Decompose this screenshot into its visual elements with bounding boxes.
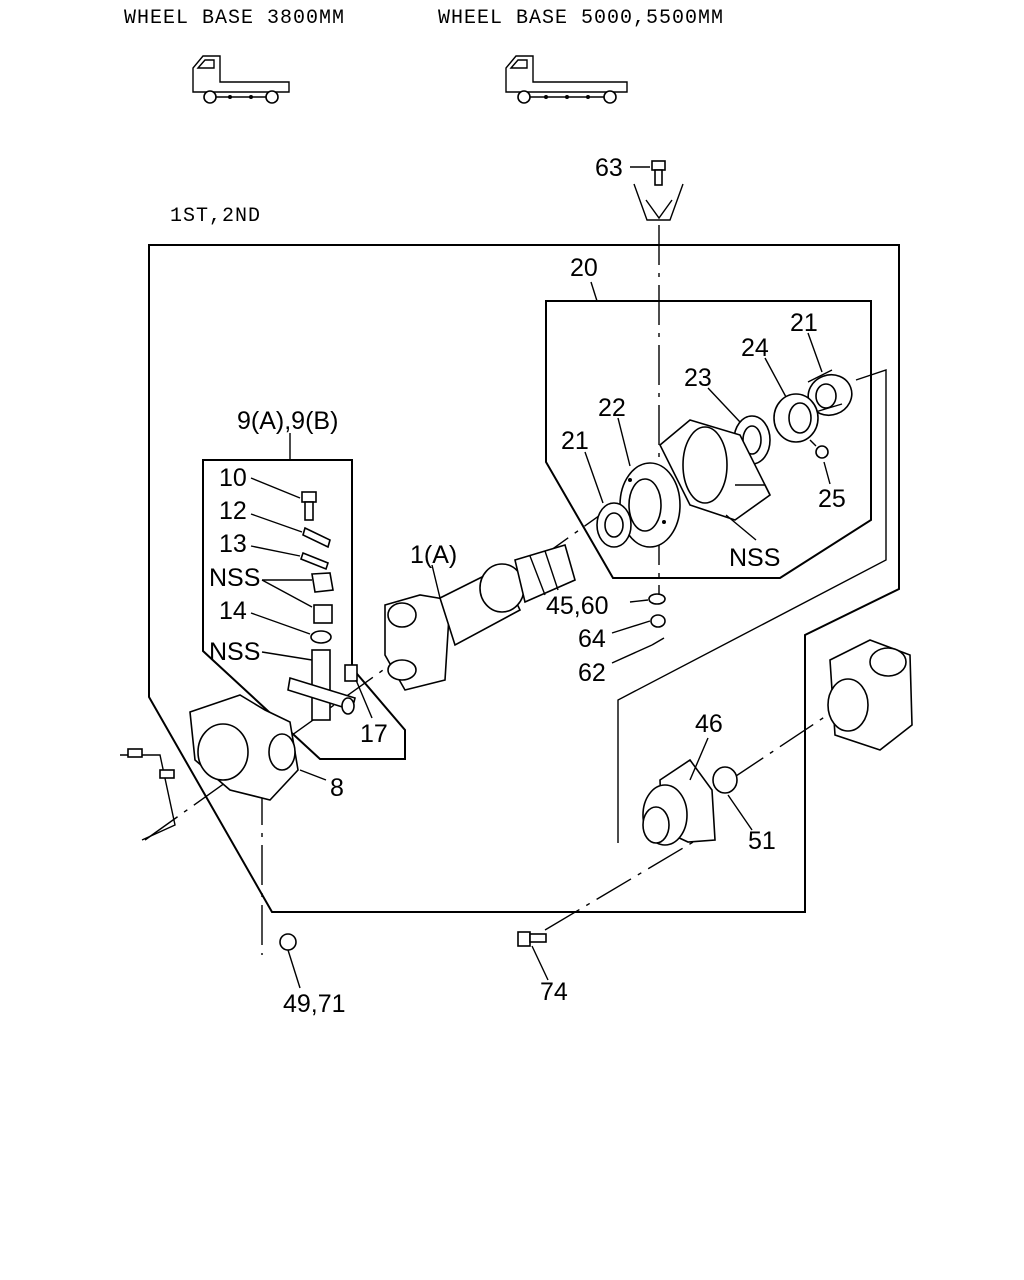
bolt-74: [517, 931, 547, 947]
callout-9: 9(A),9(B): [237, 407, 338, 435]
companion-flange-46: [642, 758, 716, 846]
callout-14: 14: [219, 597, 247, 625]
nut-64: [650, 614, 666, 628]
callout-45-60: 45,60: [546, 592, 609, 620]
oil-seal-21-left: [596, 502, 632, 548]
callout-62: 62: [578, 659, 606, 687]
gear-variant-label: 1ST,2ND: [170, 205, 261, 228]
callout-74: 74: [540, 978, 568, 1006]
callout-nss-spider-cap: NSS: [209, 564, 260, 592]
wheelbase-short-label: WHEEL BASE 3800MM: [124, 7, 345, 30]
callout-22: 22: [598, 394, 626, 422]
callout-23: 23: [684, 364, 712, 392]
callout-12: 12: [219, 497, 247, 525]
callout-13: 13: [219, 530, 247, 558]
callout-25: 25: [818, 485, 846, 513]
callout-20: 20: [570, 254, 598, 282]
nut-51: [712, 766, 738, 794]
sleeve-yoke-1a: [384, 544, 576, 691]
truck-short-wheelbase-icon: [192, 55, 290, 104]
callout-8: 8: [330, 774, 344, 802]
needle-bearing: [313, 604, 333, 624]
bolt-25: [809, 439, 829, 459]
seal-24: [773, 393, 819, 443]
callout-64: 64: [578, 625, 606, 653]
assembly-boundary: [148, 244, 900, 913]
callout-10: 10: [219, 464, 247, 492]
callout-63: 63: [595, 154, 623, 182]
rubber-cushion-22: [619, 462, 681, 548]
grease-nipple-17: [344, 664, 358, 682]
callout-1a: 1(A): [410, 541, 457, 569]
journal-cross-nss: [287, 649, 356, 721]
universal-joint-group-box: [202, 459, 406, 760]
spider-cap-nss: [311, 572, 334, 593]
wheelbase-long-label: WHEEL BASE 5000,5500MM: [438, 7, 724, 30]
flange-yoke-right: [827, 639, 913, 751]
lock-plate-13: [300, 551, 329, 571]
lock-plate-12: [302, 526, 331, 549]
washer-45-60: [648, 593, 666, 605]
callout-17: 17: [360, 720, 388, 748]
callout-51: 51: [748, 827, 776, 855]
cotter-pin-62: [651, 637, 665, 646]
washer-14: [310, 630, 332, 644]
callout-nss-bracket: NSS: [729, 544, 780, 572]
callout-21-right: 21: [790, 309, 818, 337]
truck-long-wheelbase-icon: [505, 55, 628, 104]
callout-49-71: 49,71: [283, 990, 346, 1018]
callout-24: 24: [741, 334, 769, 362]
callout-nss-journal: NSS: [209, 638, 260, 666]
callout-46: 46: [695, 710, 723, 738]
flange-yoke-8: [189, 694, 299, 801]
bolt-10: [301, 491, 317, 521]
bracket-nss: [659, 419, 772, 521]
leader-lines: [250, 166, 831, 989]
propeller-shaft-end: [120, 748, 176, 841]
center-bearing-group-box: [545, 300, 872, 579]
callout-21-left: 21: [561, 427, 589, 455]
bolt-63: [633, 160, 684, 221]
nut-49-71: [279, 933, 297, 951]
